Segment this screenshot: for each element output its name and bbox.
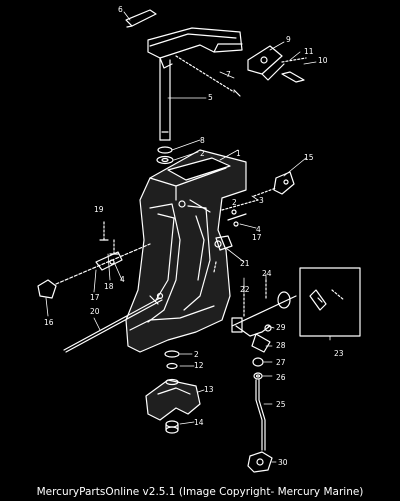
part-label: 4 — [120, 275, 125, 284]
part-label: 13 — [204, 385, 214, 394]
copyright-footer: MercuryPartsOnline v2.5.1 (Image Copyrig… — [36, 486, 364, 498]
part-label: 26 — [276, 373, 286, 382]
part-label: 9 — [286, 35, 291, 44]
part-label: 12 — [194, 361, 204, 370]
part-label: 10 — [318, 56, 328, 65]
part-label: 23 — [334, 349, 344, 358]
part-label: 14 — [194, 418, 204, 427]
part-label: 3 — [259, 196, 264, 205]
part-label: 1 — [236, 149, 241, 158]
part-label: 29 — [276, 323, 286, 332]
part-label: 5 — [208, 93, 213, 102]
part-label: 8 — [200, 136, 205, 145]
part-label: 17 — [90, 293, 100, 302]
leader-lines — [45, 11, 331, 463]
screws-right — [221, 199, 259, 227]
part-label: 2 — [232, 198, 237, 207]
part-label: 2 — [200, 149, 205, 158]
part-number-labels: 1 2 3 4 5 6 7 8 9 10 11 12 13 14 15 16 1… — [44, 5, 344, 467]
part-label: 27 — [276, 358, 286, 367]
part-label: 17 — [252, 233, 262, 242]
part-label: 2 — [194, 350, 199, 359]
part-30-knob — [247, 451, 273, 473]
part-label: 24 — [262, 269, 272, 278]
part-6-top-plate — [125, 9, 157, 28]
part-label: 6 — [118, 5, 123, 14]
part-1-swivel-bracket — [125, 149, 247, 353]
part-label: 20 — [90, 307, 100, 316]
part-label: 21 — [240, 259, 250, 268]
trim-rod-left — [37, 221, 151, 299]
exploded-parts-diagram: 1 2 3 4 5 6 7 8 9 10 11 12 13 14 15 16 1… — [37, 5, 361, 473]
part-label: 16 — [44, 318, 54, 327]
part-label: 7 — [226, 70, 231, 79]
part-label: 15 — [304, 153, 314, 162]
steering-arm-assembly — [147, 27, 307, 97]
part-label: 18 — [104, 282, 114, 291]
part-label: 4 — [256, 225, 261, 234]
part-label: 11 — [304, 47, 314, 56]
part-13-lower-bracket — [145, 378, 201, 421]
part-label: 22 — [240, 285, 250, 294]
part-5-swivel-pin — [159, 57, 171, 141]
part-label: 19 — [94, 205, 104, 214]
part-21-clip — [213, 235, 233, 273]
part-25-linkage-rod — [255, 379, 266, 451]
part-20-long-rod — [63, 297, 163, 353]
washers-lower — [164, 350, 180, 370]
part-label: 30 — [278, 458, 288, 467]
part-14-bushing — [165, 420, 179, 434]
part-label: 25 — [276, 400, 286, 409]
part-label: 28 — [276, 341, 286, 350]
